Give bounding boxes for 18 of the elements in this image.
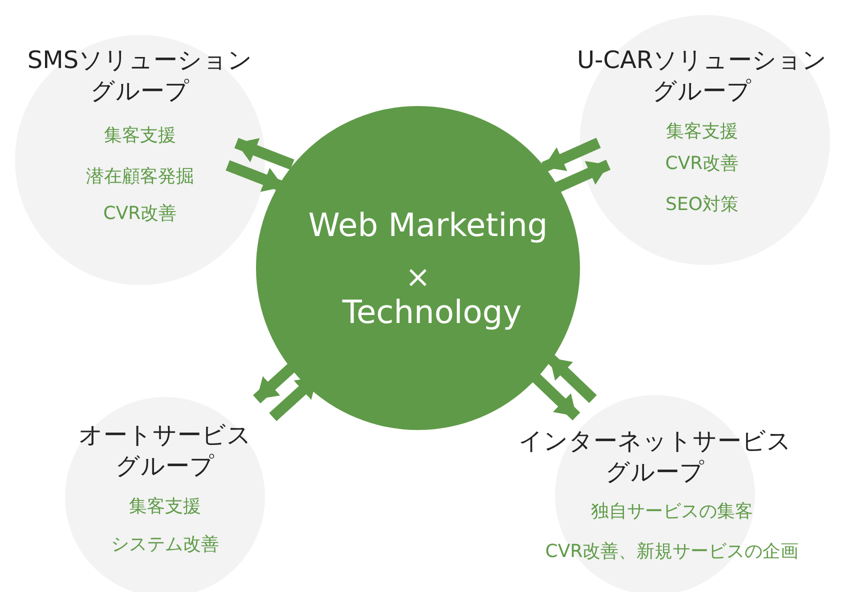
- service-item: 集客支援: [104, 124, 176, 148]
- arrow: [546, 354, 597, 404]
- group-heading: インターネットサービスグループ: [518, 426, 792, 488]
- service-item: CVR改善: [103, 202, 177, 226]
- service-item: 集客支援: [666, 120, 738, 144]
- center-title: Web Marketing: [308, 205, 548, 246]
- service-item: 独自サービスの集客: [591, 500, 753, 524]
- group-heading: オートサービスグループ: [78, 420, 252, 482]
- group-heading: U-CARソリューショングループ: [576, 45, 828, 108]
- arrow: [541, 138, 601, 172]
- service-item: SEO対策: [666, 193, 738, 216]
- service-item: CVR改善: [665, 152, 739, 176]
- group-heading: SMSソリューショングループ: [26, 45, 254, 108]
- service-item: 集客支援: [129, 495, 201, 518]
- service-item: CVR改善、新規サービスの企画: [545, 540, 799, 564]
- service-item: 潜在顧客発掘: [86, 165, 194, 188]
- arrow: [234, 138, 294, 170]
- service-item: システム改善: [111, 533, 219, 556]
